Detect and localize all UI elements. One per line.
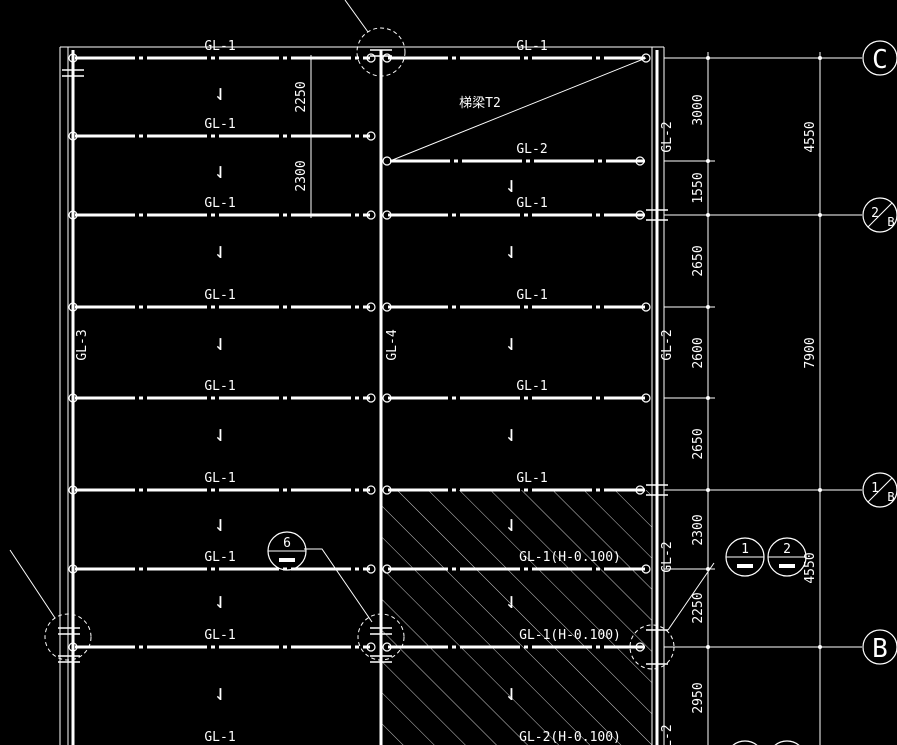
span-mark: ⇃: [213, 81, 226, 106]
dim-text: 2250: [691, 592, 706, 623]
dim-text: 2300: [294, 160, 309, 191]
beam-label: GL-1: [516, 196, 547, 211]
beam-label: GL-1: [204, 628, 235, 643]
dim-text: 2600: [691, 337, 706, 368]
callout-2-label: 2: [783, 542, 791, 557]
beam-label: GL-1: [516, 288, 547, 303]
dim-text: 7900: [803, 337, 818, 368]
dim-text: 4550: [803, 552, 818, 583]
span-mark: ⇃: [213, 239, 226, 264]
floor-beams: [75, 56, 645, 649]
beam-label: GL-1: [204, 550, 235, 565]
dim-text: 2650: [691, 428, 706, 459]
span-mark: ⇃: [504, 173, 517, 198]
beam-label: GL-1: [204, 730, 235, 745]
span-direction-marks: ⇃ ⇃ ⇃ ⇃ ⇃ ⇃ ⇃ ⇃ ⇃ ⇃ ⇃ ⇃ ⇃ ⇃ ⇃: [213, 81, 517, 706]
beam-label-gl2: GL-2: [660, 329, 675, 360]
dim-text: 1550: [691, 172, 706, 203]
overall-dimensions: 4550 7900 4550: [803, 121, 818, 583]
axis-label-2b-sub: B: [887, 215, 894, 229]
axis-label-b: B: [872, 634, 888, 664]
span-mark: ⇃: [213, 589, 226, 614]
dimension-chain-lines: [664, 52, 862, 745]
beam-label-gl3: GL-3: [75, 329, 90, 360]
callout-2: 2: [767, 537, 807, 577]
dim-text: 3000: [691, 94, 706, 125]
span-mark: ⇃: [213, 422, 226, 447]
span-mark: ⇃: [504, 239, 517, 264]
dim-text: 2950: [691, 682, 706, 713]
beam-label-gl4: GL-4: [385, 329, 400, 360]
dimension-tick-marks: [706, 56, 822, 649]
beam-label-gl2: GL-2: [660, 724, 675, 745]
beam-labels-right: GL-1 GL-2 GL-1 GL-1 GL-1 GL-1 GL-1(H-0.1…: [516, 39, 621, 745]
span-mark: ⇃: [504, 422, 517, 447]
beam-label: GL-1: [204, 39, 235, 54]
beam-label: GL-1: [204, 196, 235, 211]
axis-bubble-b: B: [862, 629, 897, 665]
stair-beam-label: 梯梁T2: [459, 96, 501, 111]
callout-1: 1: [725, 537, 765, 577]
beam-label: GL-1: [516, 39, 547, 54]
axis-label-2b-num: 2: [871, 206, 879, 221]
leader-lines: [9, 0, 715, 631]
inner-dimension-line: [306, 55, 316, 218]
axis-bubble-1b: 1 B: [862, 472, 897, 508]
span-mark: ⇃: [213, 331, 226, 356]
beam-label: GL-1: [204, 288, 235, 303]
beam-label-gl2: GL-2: [660, 541, 675, 572]
dim-text: 4550: [803, 121, 818, 152]
beam-label: GL-1: [204, 117, 235, 132]
inner-dimensions: 2250 2300: [294, 81, 309, 191]
beam-label: GL-1(H-0.100): [519, 628, 621, 643]
dim-text: 2650: [691, 245, 706, 276]
vertical-beam-labels: GL-3 GL-4 GL-2 GL-2 GL-2 GL-2: [75, 121, 675, 745]
span-mark: ⇃: [504, 331, 517, 356]
callout-1-label: 1: [741, 542, 749, 557]
axis-label-1b-sub: B: [887, 490, 894, 504]
stair-beam-diagonal: [389, 57, 647, 162]
dim-text: 2250: [294, 81, 309, 112]
dim-text: 2300: [691, 514, 706, 545]
axis-label-1b-num: 1: [871, 481, 879, 496]
span-mark: ⇃: [213, 512, 226, 537]
axis-bubble-c: C: [862, 40, 897, 76]
callout-6-label: 6: [283, 536, 291, 551]
span-mark: ⇃: [213, 159, 226, 184]
axis-bubble-2b: 2 B: [862, 197, 897, 233]
column-beams: [71, 50, 659, 745]
span-mark: ⇃: [504, 681, 517, 706]
beam-label: GL-2(H-0.100): [519, 730, 621, 745]
callout-6: 6: [267, 531, 307, 571]
beam-label: GL-1: [516, 379, 547, 394]
beam-label: GL-1: [516, 471, 547, 486]
right-dimensions: 3000 1550 2650 2600 2650 2300 2250 2950: [691, 94, 706, 713]
hatched-slab-area: [382, 490, 652, 745]
beam-label: GL-2: [516, 142, 547, 157]
beam-end-nodes: [68, 53, 651, 652]
column-ticks: [58, 49, 668, 665]
beam-label-gl2: GL-2: [660, 121, 675, 152]
beam-label: GL-1: [204, 471, 235, 486]
span-mark: ⇃: [504, 589, 517, 614]
beam-label: GL-1: [204, 379, 235, 394]
axis-label-c: C: [872, 45, 888, 75]
beam-label: GL-1(H-0.100): [519, 550, 621, 565]
beam-labels-left: GL-1 GL-1 GL-1 GL-1 GL-1 GL-1 GL-1 GL-1 …: [204, 39, 235, 745]
span-mark: ⇃: [504, 512, 517, 537]
span-mark: ⇃: [213, 681, 226, 706]
callout-partial-bottom: [732, 740, 800, 745]
